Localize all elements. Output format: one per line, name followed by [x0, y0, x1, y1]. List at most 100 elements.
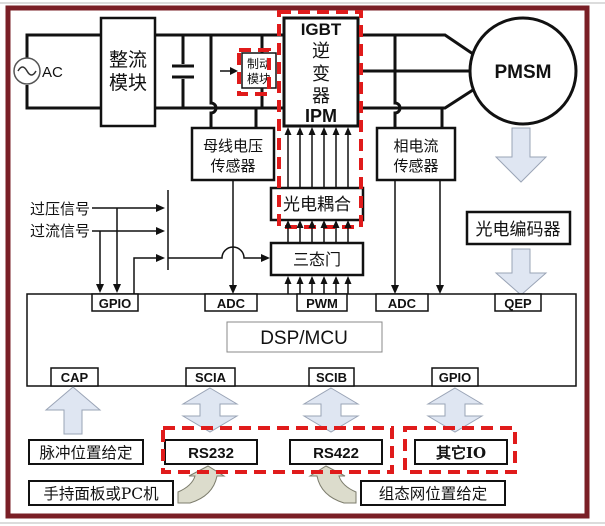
config-net-to-rs422-arrow	[308, 465, 357, 504]
pulse-input-label: 脉冲位置给定	[39, 444, 132, 462]
optocoupler-block: 光电耦合	[269, 186, 365, 222]
port-label: SCIB	[316, 370, 347, 385]
tristate-gate-label: 三态门	[293, 250, 341, 269]
inverter-char-3: 器	[312, 86, 330, 107]
pwm-drive-arrowhead-1	[284, 276, 292, 284]
gpio-otherio-arrow	[426, 387, 484, 433]
brake-label-1: 制动	[247, 57, 271, 71]
inverter-char-1: 逆	[312, 41, 330, 62]
other-io-block	[414, 439, 508, 465]
opto-drive-arrowhead-4	[320, 220, 328, 228]
motor-to-encoder-arrow	[494, 127, 548, 183]
tristate-drive-arrows	[284, 220, 352, 243]
pmsm-motor: PMSM	[468, 16, 578, 126]
opto-drive-arrowhead-3	[308, 220, 316, 228]
current-sensor-label-2: 传感器	[393, 157, 438, 175]
port-label: GPIO	[439, 370, 472, 385]
opto-drive-arrowhead-5	[332, 220, 340, 228]
current-a-to-adc-arrow	[391, 285, 399, 294]
interface-blocks: 脉冲位置给定 RS232 RS422 其它IO 手持面板或PC机 组态网位置给定	[28, 439, 508, 506]
motor-label: PMSM	[495, 62, 552, 83]
handheld-to-rs232-arrow	[177, 465, 226, 504]
opto-drive-arrowhead-6	[344, 220, 352, 228]
port-scia-bottom	[185, 367, 236, 387]
pulse-to-cap-arrow	[44, 386, 102, 435]
bus-sensor-to-adc-arrow	[229, 285, 237, 294]
protection-signals: 过压信号 过流信号	[30, 190, 270, 294]
phase-w-wire	[358, 86, 477, 110]
bus-sensor-label-1: 母线电压	[203, 137, 263, 155]
overvoltage-label: 过压信号	[30, 200, 90, 218]
ipm-drive-arrowhead-3	[308, 127, 316, 135]
port-gpio-top-0	[91, 293, 139, 312]
port-label: SCIA	[195, 370, 227, 385]
port-label: GPIO	[99, 296, 132, 311]
bus-sense-wire-left	[209, 35, 218, 128]
ipm-drive-arrows	[284, 127, 352, 188]
opto-drive-arrowhead-2	[296, 220, 304, 228]
inverter-char-2: 变	[312, 64, 330, 85]
other-io-label: 其它IO	[436, 444, 486, 462]
port-label: ADC	[388, 296, 417, 311]
ipm-highlight	[277, 10, 363, 229]
port-qep-top-4	[494, 293, 542, 312]
brake-module: 制动 模块	[237, 48, 277, 96]
current-b-to-adc-arrow	[436, 285, 444, 294]
other-io-highlight	[403, 426, 517, 474]
inverter-igbt-label: IGBT	[301, 20, 342, 39]
scib-rs422-arrow	[302, 387, 360, 433]
brake-highlight	[237, 48, 271, 96]
optocoupler-label: 光电耦合	[283, 195, 351, 215]
rectifier-label-1: 整流	[109, 49, 147, 71]
port-gpio-bottom	[431, 367, 479, 387]
dsp-label-box	[226, 321, 383, 353]
power-wiring	[25, 33, 477, 128]
rs422-label: RS422	[313, 445, 359, 462]
enable-to-tristate-arrow	[261, 254, 270, 262]
encoder-label: 光电编码器	[476, 220, 561, 240]
interface-arrows	[44, 386, 484, 435]
rs422-block	[289, 439, 383, 465]
encoder-path: 光电编码器	[465, 127, 572, 296]
scia-rs232-arrow	[181, 387, 239, 433]
current-tap-left	[393, 35, 402, 128]
ipm-drive-arrowhead-5	[332, 127, 340, 135]
motor-icon	[468, 16, 578, 126]
tristate-gate-block: 三态门	[269, 241, 365, 277]
brake-label-2: 模块	[247, 72, 271, 86]
brake-signal-arrow	[230, 67, 238, 75]
encoder-block	[465, 210, 572, 246]
port-label: PWM	[306, 296, 338, 311]
ac-bottom-wire	[25, 85, 101, 110]
phase-u-wire	[358, 33, 477, 58]
port-label: QEP	[504, 296, 532, 311]
handheld-label: 手持面板或PC机	[43, 485, 159, 503]
overcurrent-label: 过流信号	[30, 222, 90, 240]
port-scib-bottom	[308, 367, 355, 387]
dsp-label: DSP/MCU	[260, 328, 348, 349]
port-adc-top-3	[375, 293, 429, 312]
inverter-ipm-label: IPM	[305, 106, 337, 126]
ipm-drive-arrowhead-6	[344, 127, 352, 135]
dsp-bottom-ports: CAP SCIA SCIB GPIO	[50, 367, 479, 387]
pwm-drive-arrowhead-4	[320, 276, 328, 284]
phase-current-sensor: 相电流 传感器	[375, 126, 457, 182]
config-net-label: 组态网位置给定	[379, 485, 488, 503]
opto-drive-arrowhead-1	[284, 220, 292, 228]
pwm-drive-arrowhead-6	[344, 276, 352, 284]
pulse-input-block	[28, 439, 144, 465]
encoder-to-qep-arrow	[494, 248, 548, 296]
pwm-drive-arrowhead-5	[332, 276, 340, 284]
ac-source: AC	[13, 57, 63, 85]
pwm-drive-arrowhead-2	[296, 276, 304, 284]
rs232-label: RS232	[188, 445, 234, 462]
ac-label: AC	[42, 64, 63, 81]
bus-sensor-label-2: 传感器	[210, 157, 255, 175]
ipm-drive-arrowhead-2	[296, 127, 304, 135]
bus-voltage-sensor: 母线电压 传感器	[190, 126, 276, 182]
rectifier-label-2: 模块	[109, 72, 147, 94]
port-label: CAP	[61, 370, 89, 385]
port-adc-top-1	[204, 293, 258, 312]
